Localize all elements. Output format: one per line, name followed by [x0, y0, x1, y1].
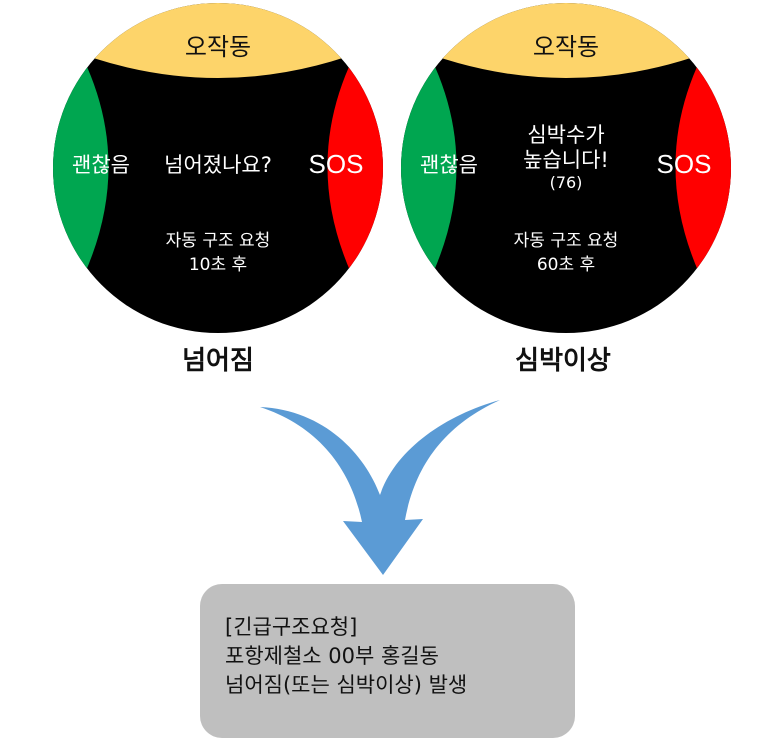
auto-rescue-label: 자동 구조 요청 [513, 231, 619, 251]
auto-rescue-notice: 자동 구조 요청 60초 후 [471, 229, 661, 277]
auto-rescue-label: 자동 구조 요청 [165, 231, 271, 251]
im-ok-button[interactable]: 괜찮음 [72, 153, 130, 177]
heart-rate-line-2: 높습니다! [523, 148, 609, 172]
false-alarm-button[interactable]: 오작동 [184, 33, 252, 61]
watch-fall-detection: 오작동 괜찮음 SOS 넘어졌나요? 자동 구조 요청 10초 후 [53, 3, 383, 333]
sos-button[interactable]: SOS [308, 149, 364, 179]
message-event: 넘어짐(또는 심박이상) 발생 [225, 673, 468, 697]
watch-face-shape [53, 3, 383, 333]
auto-rescue-notice: 자동 구조 요청 10초 후 [123, 229, 313, 277]
watch-face-shape [401, 3, 731, 333]
caption-heart-rate: 심박이상 [515, 346, 611, 376]
heart-rate-line-1: 심박수가 [527, 123, 605, 147]
false-alarm-button[interactable]: 오작동 [532, 33, 600, 61]
fall-question: 넘어졌나요? [164, 153, 272, 177]
heart-rate-message: 심박수가 높습니다! (76) [471, 123, 661, 193]
emergency-message-box: [긴급구조요청] 포항제철소 00부 홍길동 넘어짐(또는 심박이상) 발생 [200, 584, 575, 738]
message-title: [긴급구조요청] [225, 615, 358, 639]
countdown: 60초 후 [536, 255, 596, 275]
caption-fall: 넘어짐 [182, 346, 254, 376]
countdown: 10초 후 [188, 255, 248, 275]
heart-rate-value: (76) [549, 173, 583, 192]
im-ok-button[interactable]: 괜찮음 [420, 153, 478, 177]
curved-merge-arrow-down-icon [260, 400, 500, 575]
sos-button[interactable]: SOS [656, 149, 712, 179]
message-worker: 포항제철소 00부 홍길동 [225, 644, 439, 668]
watch-heart-rate-alert: 오작동 괜찮음 SOS 심박수가 높습니다! (76) 자동 구조 요청 60초… [401, 3, 731, 333]
